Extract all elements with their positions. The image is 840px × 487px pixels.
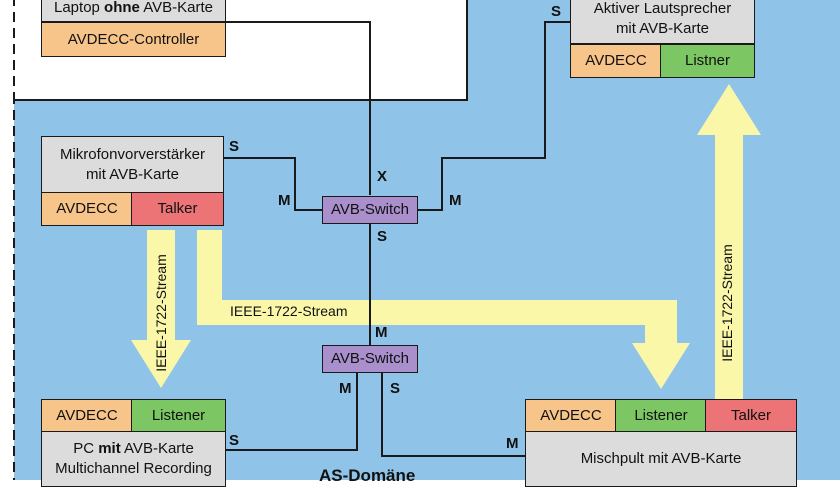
link-mic-switch — [224, 157, 322, 211]
mic-preamp-title: Mikrofonvorverstärker mit AVB-Karte — [41, 136, 224, 193]
port-label-switch1-m-left: M — [278, 192, 291, 209]
mixer-avdecc: AVDECC — [525, 399, 617, 433]
pc-title-post: AVB-Karte — [120, 440, 194, 457]
link-switch-speaker — [418, 21, 570, 211]
speaker-avdecc: AVDECC — [570, 44, 662, 78]
link-switch2-mixer — [381, 373, 525, 457]
stream-label-middle: IEEE-1722-Stream — [230, 303, 348, 319]
link-switch2-pc — [226, 373, 358, 451]
laptop-title-post: AVB-Karte — [139, 0, 213, 16]
pc-title: PC mit AVB-Karte Multichannel Recording — [41, 431, 226, 487]
port-label-switch2-m: M — [339, 380, 352, 397]
port-label-switch1-m-right: M — [449, 192, 462, 209]
mixer-title: Mischpult mit AVB-Karte — [525, 431, 797, 487]
as-domain-region — [13, 0, 840, 480]
port-label-mic-s: S — [229, 138, 240, 155]
mic-preamp-talker-role: Talker — [131, 192, 224, 226]
speaker-title: Aktiver Lautsprecher mit AVB-Karte — [570, 0, 755, 44]
network-links — [224, 21, 570, 457]
stream-label-left: IEEE-1722-Stream — [153, 254, 169, 372]
port-label-switch2-s: S — [390, 380, 401, 397]
port-label-mixer-m: M — [506, 435, 519, 452]
laptop-title: Laptop ohne AVB-Karte — [41, 0, 226, 22]
mixer-talker-role: Talker — [705, 399, 797, 433]
as-domain-label: AS-Domäne — [319, 466, 416, 485]
mic-preamp-avdecc: AVDECC — [41, 192, 133, 226]
port-label-speaker-s: S — [551, 3, 562, 20]
link-laptop-switch — [226, 21, 371, 195]
stream-label-right: IEEE-1722-Stream — [719, 244, 735, 362]
controller-region — [13, 0, 468, 101]
pc-title-bold: mit — [98, 440, 121, 457]
pc-title-pre: PC — [73, 440, 99, 457]
pc-avdecc: AVDECC — [41, 399, 133, 433]
port-label-switch1-s: S — [377, 228, 388, 245]
avb-switch-top: AVB-Switch — [322, 196, 418, 224]
pc-listener-role: Listener — [131, 399, 226, 433]
stream-arrow-right — [697, 84, 761, 400]
port-label-switch2-m-top: M — [375, 324, 388, 341]
laptop-title-bold: ohne — [104, 0, 140, 16]
pc-title-line2: Multichannel Recording — [55, 460, 212, 477]
port-label-pc-s: S — [229, 432, 240, 449]
port-label-switch1-x: X — [377, 168, 388, 185]
stream-arrow-middle — [197, 230, 690, 389]
speaker-listener-role: Listner — [660, 44, 755, 78]
laptop-title-pre: Laptop — [54, 0, 105, 16]
avb-switch-bottom: AVB-Switch — [322, 345, 418, 373]
laptop-controller-role: AVDECC-Controller — [41, 22, 226, 57]
stream-arrow-left — [131, 230, 191, 388]
mixer-listener-role: Listener — [615, 399, 707, 433]
pc-title-line1: PC mit AVB-Karte — [73, 439, 194, 459]
